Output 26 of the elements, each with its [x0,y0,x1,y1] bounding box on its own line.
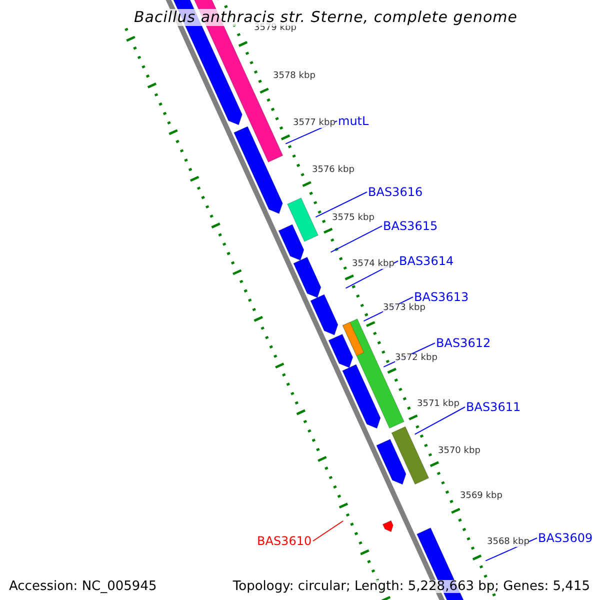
footer-text: Accession: NC_005945 [9,580,157,593]
scale-label: 3570 kbp [438,447,480,456]
leader-line [330,226,382,253]
scale-label: 3576 kbp [312,166,354,175]
gene-label: mutL [338,115,369,127]
scale-label: 3575 kbp [332,214,374,223]
gene-label: BAS3614 [399,255,454,267]
scale-label: 3577 kbp [293,119,336,128]
gene-label: BAS3609 [538,532,593,544]
gene-label: BAS3611 [466,401,521,413]
scale-label: 3574 kbp [352,260,394,269]
scale-label: 3578 kbp [273,72,316,81]
footer-text: Topology: circular; Length: 5,228,663 bp; Genes: 5,415 [232,580,590,593]
gene-label: BAS3612 [436,337,491,349]
scale-label: 3573 kbp [383,304,426,313]
gene-label: BAS3610 [257,535,312,547]
scale-label: 3571 kbp [417,400,460,409]
leader-line [414,406,466,435]
gene-label: BAS3613 [414,291,469,303]
leader-line [315,192,368,218]
gene-label: BAS3616 [368,186,423,198]
scale-label: 3572 kbp [395,354,438,363]
leader-line [312,520,344,542]
gene-label: BAS3615 [383,220,438,232]
scale-label: 3568 kbp [487,538,530,547]
scale-label: 3569 kbp [460,492,502,501]
